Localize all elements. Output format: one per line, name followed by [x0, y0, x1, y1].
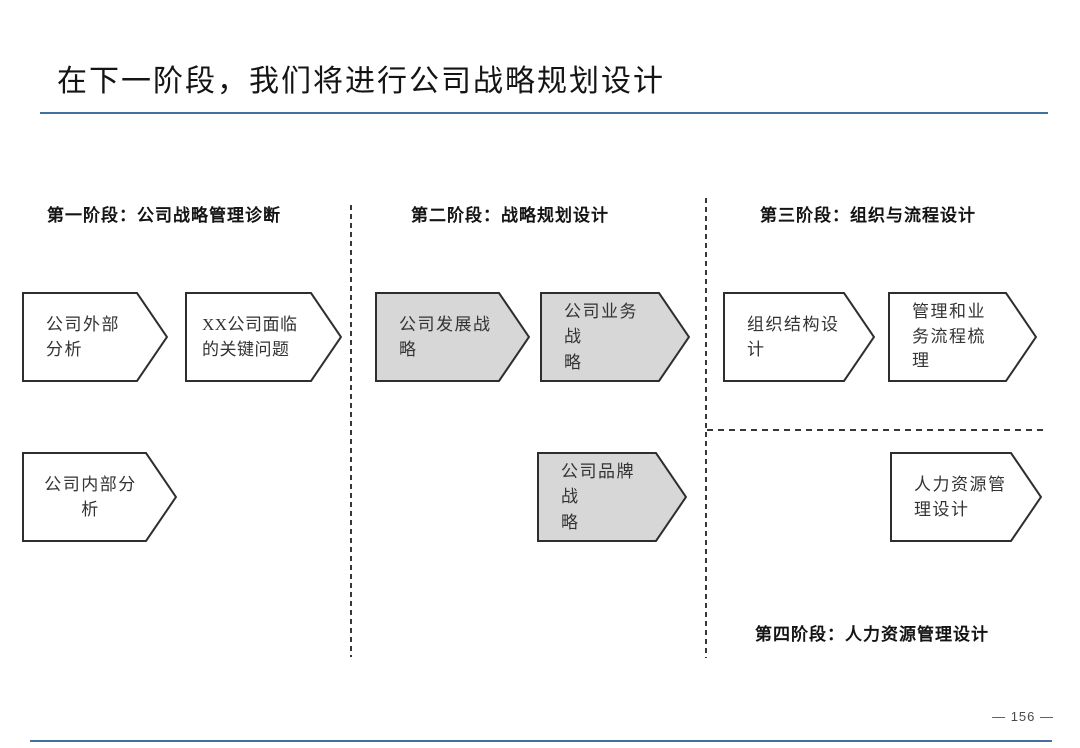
arrow-label: 公司业务战 略 [564, 301, 638, 372]
arrow-key-issues: XX公司面临 的关键问题 [185, 292, 342, 382]
chevron-shape-icon [537, 452, 687, 542]
phase-3-header: 第三阶段：组织与流程设计 [760, 206, 976, 225]
arrow-label: XX公司面临 的关键问题 [202, 314, 298, 360]
phase-1-header: 第一阶段：公司战略管理诊断 [47, 206, 281, 225]
arrow-org-structure-design: 组织结构设 计 [723, 292, 875, 382]
arrow-label: 公司内部分 析 [44, 474, 137, 520]
phase-divider-1 [350, 205, 352, 657]
chevron-shape-icon [723, 292, 875, 382]
page-number: — 156 — [992, 709, 1054, 724]
arrow-business-strategy: 公司业务战 略 [540, 292, 690, 382]
arrow-label: 公司发展战 略 [399, 314, 492, 360]
arrow-process-sorting: 管理和业 务流程梳 理 [888, 292, 1037, 382]
phase-4-header: 第四阶段：人力资源管理设计 [755, 625, 989, 644]
arrow-brand-strategy: 公司品牌战 略 [537, 452, 687, 542]
chevron-shape-icon [185, 292, 342, 382]
title-underline [40, 112, 1048, 114]
arrow-label: 管理和业 务流程梳 理 [912, 302, 986, 371]
arrow-label: 公司品牌战 略 [561, 461, 635, 532]
page-title: 在下一阶段，我们将进行公司战略规划设计 [57, 65, 665, 98]
chevron-shape-icon [22, 292, 168, 382]
arrow-label: 人力资源管 理设计 [914, 474, 1007, 520]
arrow-development-strategy: 公司发展战 略 [375, 292, 530, 382]
arrow-external-analysis: 公司外部 分析 [22, 292, 168, 382]
chevron-shape-icon [890, 452, 1042, 542]
arrow-label: 公司外部 分析 [46, 314, 120, 360]
phase-2-header: 第二阶段：战略规划设计 [411, 206, 609, 225]
arrow-label: 组织结构设 计 [747, 314, 840, 360]
footer-rule [30, 740, 1052, 742]
phase-divider-2 [705, 198, 707, 658]
chevron-shape-icon [375, 292, 530, 382]
chevron-shape-icon [540, 292, 690, 382]
arrow-hr-management-design: 人力资源管 理设计 [890, 452, 1042, 542]
chevron-shape-icon [22, 452, 177, 542]
arrow-internal-analysis: 公司内部分 析 [22, 452, 177, 542]
chevron-shape-icon [888, 292, 1037, 382]
phase-3-4-divider [707, 429, 1047, 431]
